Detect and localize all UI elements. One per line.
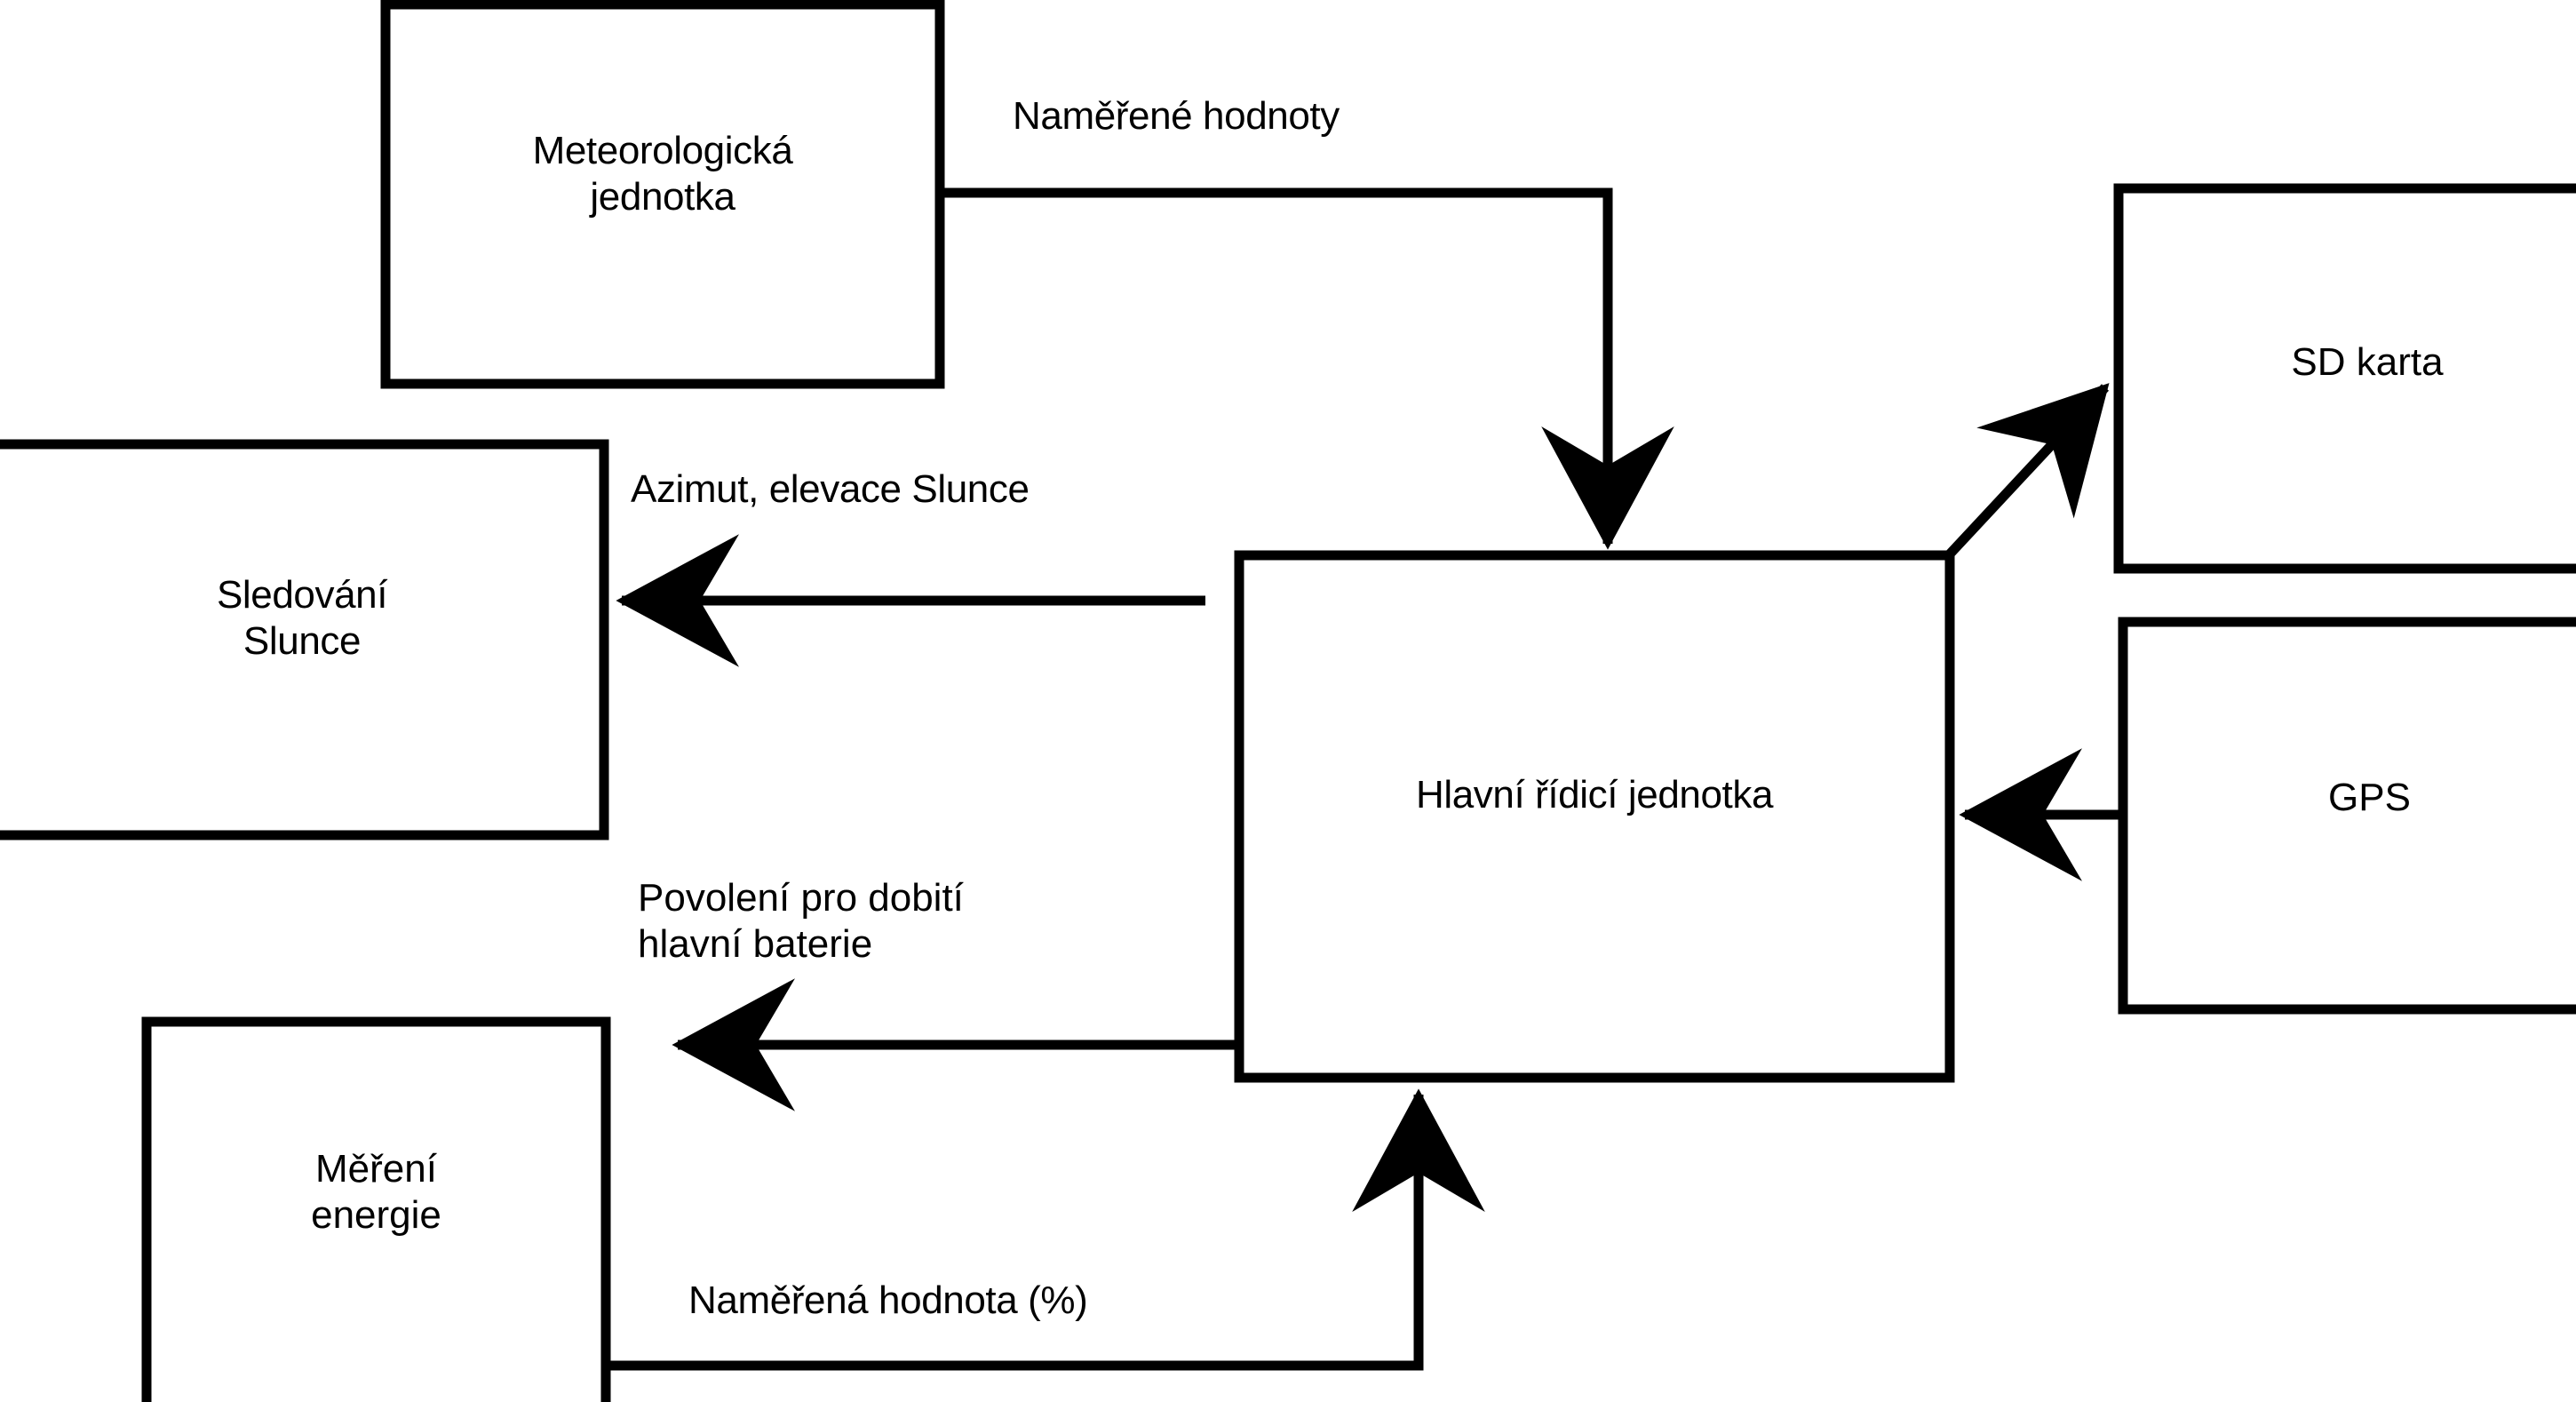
node-box-main-unit[interactable] xyxy=(1234,550,1955,1083)
connector-main-to-sd xyxy=(1941,383,2110,562)
connector-energy-to-main xyxy=(606,1088,1485,1371)
connector-meteo-to-main xyxy=(940,187,1674,550)
node-box-energy-measurement[interactable] xyxy=(141,1016,611,1402)
node-box-meteo[interactable] xyxy=(380,0,945,389)
node-box-sun-tracking[interactable] xyxy=(0,439,609,840)
node-box-gps[interactable] xyxy=(2118,617,2576,1015)
node-box-sd-card[interactable] xyxy=(2113,183,2576,574)
